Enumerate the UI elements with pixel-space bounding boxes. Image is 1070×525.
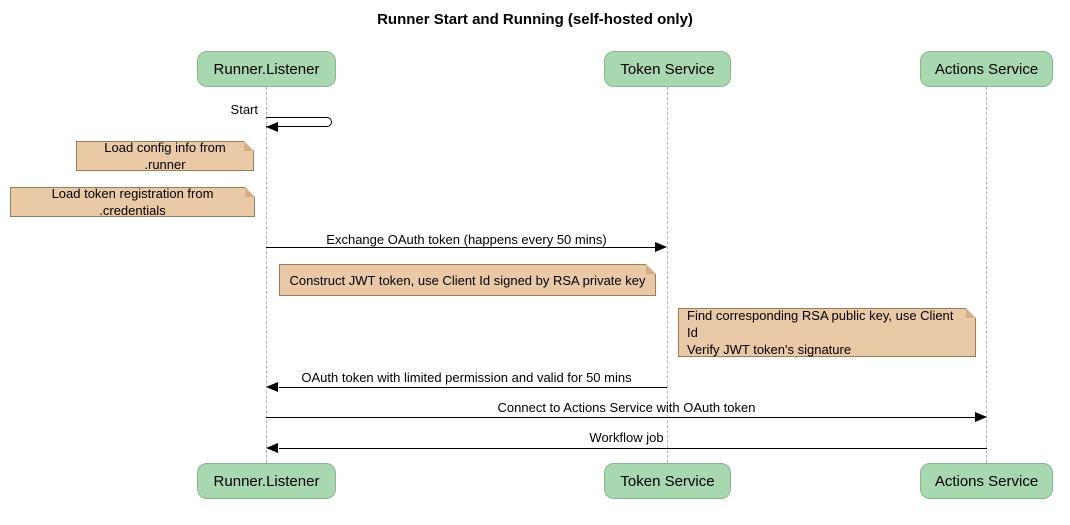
note-load-config: Load config info from .runner bbox=[76, 140, 254, 172]
message-workflow-job-label: Workflow job bbox=[589, 430, 664, 445]
actor-actions-service-top: Actions Service bbox=[920, 51, 1053, 87]
message-start-label: Start bbox=[230, 102, 258, 117]
message-exchange-oauth-line bbox=[266, 247, 656, 248]
note-verify-jwt-line1: Find corresponding RSA public key, use C… bbox=[687, 308, 954, 340]
message-oauth-token-label: OAuth token with limited permission and … bbox=[301, 370, 632, 385]
message-workflow-job-line bbox=[279, 448, 987, 449]
note-construct-jwt-text: Construct JWT token, use Client Id signe… bbox=[289, 272, 646, 288]
actor-runner-listener-bottom: Runner.Listener bbox=[197, 463, 336, 499]
message-start-arrowhead bbox=[266, 122, 278, 132]
message-oauth-token-line bbox=[279, 387, 667, 388]
lifeline-actions-service bbox=[986, 87, 987, 463]
note-load-config-text: Load config info from .runner bbox=[104, 140, 226, 172]
message-exchange-oauth-label: Exchange OAuth token (happens every 50 m… bbox=[326, 232, 607, 247]
note-load-token-registration-text: Load token registration from .credential… bbox=[51, 186, 214, 218]
actor-actions-service-bottom: Actions Service bbox=[920, 463, 1053, 499]
message-connect-actions-arrowhead bbox=[975, 412, 987, 422]
message-connect-actions-label: Connect to Actions Service with OAuth to… bbox=[497, 400, 756, 415]
message-workflow-job-arrowhead bbox=[266, 443, 278, 453]
note-verify-jwt: Find corresponding RSA public key, use C… bbox=[678, 308, 976, 357]
message-oauth-token-arrowhead bbox=[266, 382, 278, 392]
actor-runner-listener-top: Runner.Listener bbox=[197, 51, 336, 87]
actor-token-service-top: Token Service bbox=[604, 51, 731, 87]
diagram-title: Runner Start and Running (self-hosted on… bbox=[377, 11, 693, 28]
lifeline-runner-listener bbox=[266, 87, 267, 463]
note-construct-jwt: Construct JWT token, use Client Id signe… bbox=[279, 264, 656, 296]
message-exchange-oauth-arrowhead bbox=[655, 242, 667, 252]
message-connect-actions-line bbox=[266, 417, 975, 418]
message-start-loop-line bbox=[266, 117, 332, 127]
note-verify-jwt-line2: Verify JWT token's signature bbox=[687, 342, 852, 357]
note-load-token-registration: Load token registration from .credential… bbox=[10, 186, 255, 218]
lifeline-token-service bbox=[667, 87, 668, 463]
actor-token-service-bottom: Token Service bbox=[604, 463, 731, 499]
